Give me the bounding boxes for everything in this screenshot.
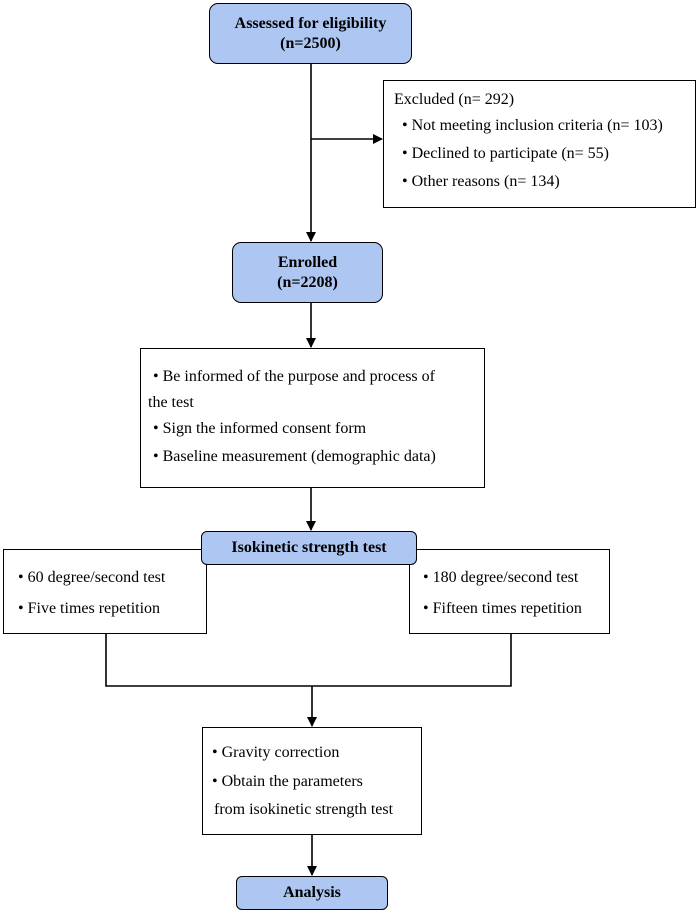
node-isokinetic: Isokinetic strength test — [201, 531, 417, 565]
node-analysis-label: Analysis — [283, 884, 341, 901]
informed-item: Sign the informed consent form — [153, 419, 484, 439]
informed-item: Baseline measurement (demographic data) — [153, 447, 484, 467]
correction-item: Gravity correction — [212, 743, 421, 763]
node-left-test: 60 degree/second test Five times repetit… — [3, 549, 207, 634]
informed-item: Be informed of the purpose and process o… — [153, 367, 484, 387]
node-right-test: 180 degree/second test Fifteen times rep… — [409, 549, 610, 634]
correction-item: from isokinetic strength test — [214, 801, 394, 818]
node-eligibility: Assessed for eligibility (n=2500) — [209, 3, 412, 64]
node-enrolled-line1: Enrolled — [277, 253, 338, 271]
excluded-item: Declined to participate (n= 55) — [394, 144, 695, 164]
correction-item: Obtain the parameters — [212, 772, 421, 792]
excluded-item: Other reasons (n= 134) — [394, 172, 695, 192]
excluded-item: Not meeting inclusion criteria (n= 103) — [394, 116, 695, 136]
node-eligibility-line1: Assessed for eligibility — [234, 14, 387, 32]
left-test-item: Five times repetition — [18, 599, 206, 619]
node-eligibility-line2: (n=2500) — [280, 34, 341, 52]
merge-lines — [105, 633, 512, 687]
node-excluded: Excluded (n= 292) Not meeting inclusion … — [383, 80, 696, 208]
right-test-item: Fifteen times repetition — [423, 599, 609, 619]
excluded-title: Excluded (n= 292) — [394, 91, 515, 108]
node-enrolled-line2: (n=2208) — [277, 273, 338, 291]
node-analysis: Analysis — [236, 876, 388, 910]
informed-item: the test — [148, 394, 194, 411]
node-informed: Be informed of the purpose and process o… — [140, 348, 485, 488]
right-test-item: 180 degree/second test — [423, 568, 609, 588]
node-isokinetic-label: Isokinetic strength test — [231, 539, 387, 556]
left-test-item: 60 degree/second test — [18, 568, 206, 588]
node-enrolled: Enrolled (n=2208) — [232, 242, 383, 303]
node-correction: Gravity correction Obtain the parameters… — [202, 727, 422, 835]
